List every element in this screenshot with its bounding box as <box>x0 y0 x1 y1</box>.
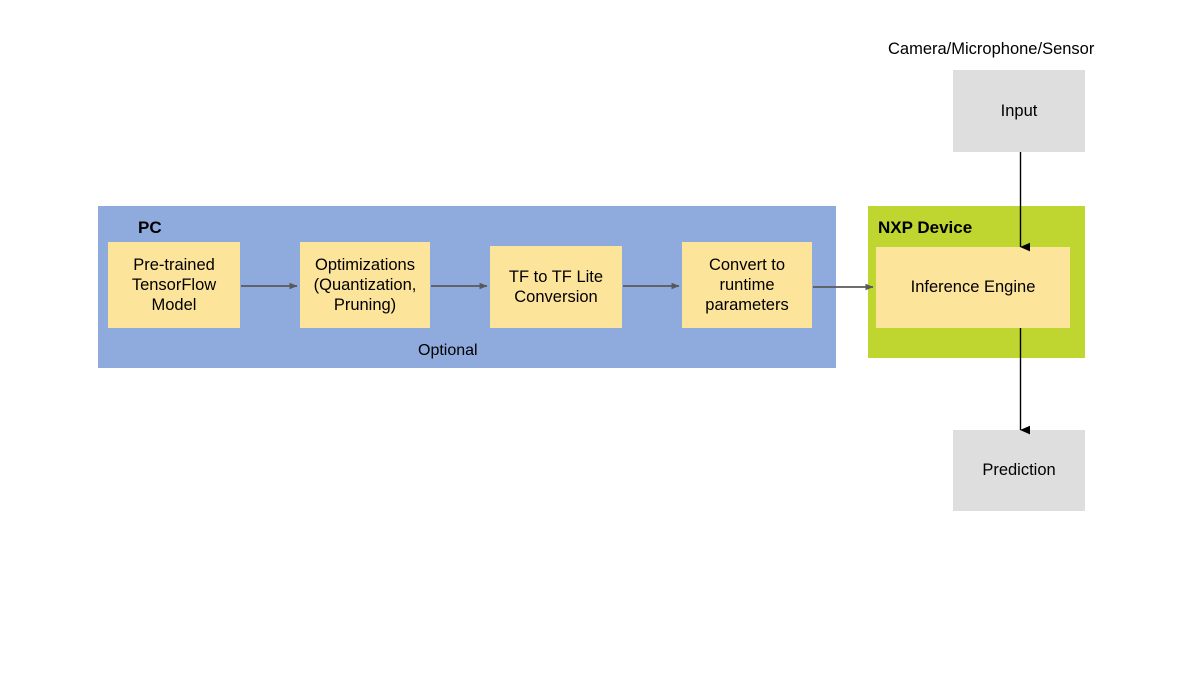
node-inference-engine-label: Inference Engine <box>910 278 1036 297</box>
nxp-device-panel-title: NXP Device <box>878 218 973 237</box>
step-pre-trained-model[interactable]: Pre-trained TensorFlow Model <box>108 242 240 328</box>
pc-panel-optional-label: Optional <box>418 342 478 359</box>
step-convert-to-runtime-parameters[interactable]: Convert to runtime parameters <box>682 242 812 328</box>
node-prediction-label: Prediction <box>982 461 1056 480</box>
step-tf-to-tflite-conversion[interactable]: TF to TF Lite Conversion <box>490 246 622 328</box>
step-pre-trained-model-label: Pre-trained TensorFlow Model <box>131 255 217 315</box>
node-input[interactable]: Input <box>953 70 1085 152</box>
step-optimizations[interactable]: Optimizations (Quantization, Pruning) <box>300 242 430 328</box>
node-inference-engine[interactable]: Inference Engine <box>876 247 1070 328</box>
node-prediction[interactable]: Prediction <box>953 430 1085 511</box>
input-source-caption: Camera/Microphone/Sensor <box>888 40 1095 58</box>
step-convert-to-runtime-parameters-label: Convert to runtime parameters <box>705 255 789 315</box>
step-optimizations-label: Optimizations (Quantization, Pruning) <box>313 255 417 315</box>
node-input-label: Input <box>1000 101 1038 120</box>
step-tf-to-tflite-conversion-label: TF to TF Lite Conversion <box>508 267 604 306</box>
pc-panel-title: PC <box>138 218 162 237</box>
